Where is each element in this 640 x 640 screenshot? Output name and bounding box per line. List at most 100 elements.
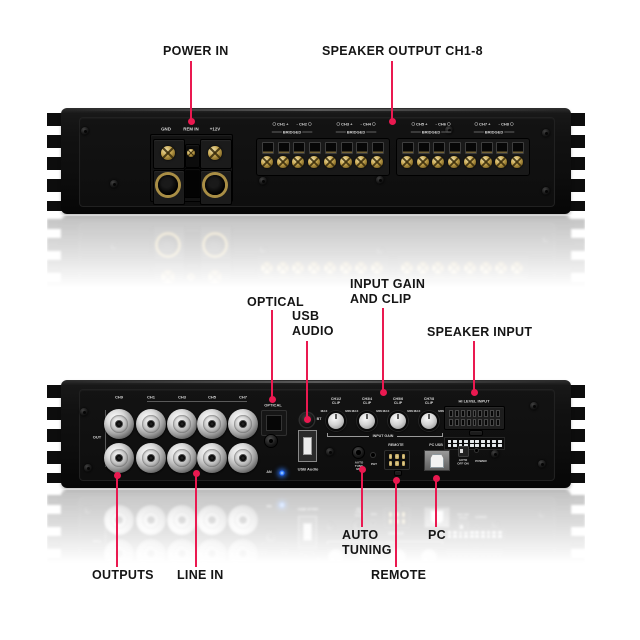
- speaker-terminal: [308, 141, 322, 173]
- pin-chart-cell: [492, 440, 496, 443]
- screw: [530, 402, 538, 410]
- speaker-terminal: [401, 141, 415, 173]
- bracket-tick: [442, 433, 443, 437]
- hi-level-pin: [449, 410, 453, 417]
- callout-optical: OPTICAL: [247, 295, 304, 309]
- pin-chart-cell: [497, 440, 502, 443]
- hi-level-input-label: HI LEVEL INPUT: [458, 398, 490, 404]
- callout-line-usb-audio: [306, 341, 308, 417]
- ch-pos-label: CH7 +: [479, 121, 491, 127]
- remote-port-label: REMOTE: [388, 442, 404, 448]
- screw: [84, 464, 92, 472]
- screw: [259, 177, 267, 185]
- speaker-terminal: [339, 141, 354, 173]
- rca-jack-ch4: [167, 443, 197, 473]
- remote-pin: [395, 454, 399, 459]
- speaker-terminal: [276, 141, 291, 173]
- rca-jack-ch2: [136, 443, 166, 473]
- pin-chart-cell: [458, 444, 463, 447]
- min-label: MIN: [345, 409, 351, 413]
- callout-dot-usb-audio: [304, 416, 311, 423]
- rca-jack-ch7: [228, 409, 258, 439]
- pin-chart-cell: [453, 444, 457, 447]
- pin-chart-cell: [486, 444, 491, 447]
- label-bridged: BRIDGED: [473, 129, 515, 135]
- pin-chart-cell: [480, 440, 485, 443]
- usb-audio-label: USB Audio: [297, 466, 319, 472]
- callout-dot-speaker-input: [471, 389, 478, 396]
- label-bridged: BRIDGED: [271, 129, 313, 135]
- hi-level-pin: [490, 410, 495, 417]
- speaker-terminal-block-ch5-8: [396, 138, 530, 176]
- polarity-icon: [307, 122, 312, 126]
- pin-chart-cell: [497, 444, 502, 447]
- hi-level-pin: [460, 410, 465, 417]
- pin-chart-cell: [469, 444, 474, 447]
- screw: [81, 127, 89, 135]
- pc-usb-label: PC USB: [429, 442, 443, 448]
- hi-level-pin: [466, 410, 471, 417]
- heatsink-fins-right: [568, 113, 585, 211]
- hi-level-pin: [490, 419, 495, 426]
- label-ch7-ch8: CH7 + - CH8: [474, 121, 514, 127]
- hi-level-pin: [449, 419, 453, 426]
- callout-dot-auto-tuning: [359, 466, 366, 473]
- remote-pin: [389, 454, 393, 459]
- speaker-terminal: [495, 141, 509, 173]
- heatsink-fins-left: [47, 385, 64, 483]
- label-gnd: GND: [161, 126, 171, 132]
- optical-port-label: OPTICAL: [264, 402, 282, 408]
- max-label: MAX: [320, 409, 328, 413]
- speaker-terminal: [261, 141, 275, 173]
- pin-assignment-chart: [444, 437, 505, 450]
- pc-usb-port: [424, 450, 450, 471]
- remote-latch: [394, 470, 402, 476]
- hi-level-latch: [469, 430, 483, 436]
- callout-dot-speaker-output: [389, 118, 396, 125]
- ch-pos-label: CH5 +: [416, 121, 428, 127]
- bracket-tick: [327, 433, 328, 437]
- auto-tune-mic-label: AUTO TUNE MIC: [354, 460, 364, 471]
- screw: [491, 450, 499, 458]
- screw: [445, 126, 453, 134]
- rca-jack-ch1: [136, 409, 166, 439]
- polarity-icon: [371, 122, 376, 126]
- pin-chart-cell: [475, 444, 480, 447]
- hi-level-pin: [484, 410, 489, 417]
- rca-jack-ch9: [104, 409, 134, 439]
- speaker-terminal: [432, 141, 446, 173]
- ch-pos-label: CH1 +: [277, 121, 289, 127]
- hi-level-pin: [478, 419, 483, 426]
- callout-dot-remote: [393, 477, 400, 484]
- screw: [326, 448, 334, 456]
- bt-label: BT: [316, 416, 322, 422]
- polarity-icon: [509, 122, 514, 126]
- remote-pin: [389, 461, 393, 466]
- power-led-hole: [475, 449, 478, 452]
- callout-dot-outputs: [114, 472, 121, 479]
- screw: [538, 460, 546, 468]
- hi-level-pin: [472, 419, 477, 426]
- ch-neg-label: - CH2: [296, 121, 307, 127]
- rca-jack-ch3: [167, 409, 197, 439]
- speaker-terminal: [323, 141, 338, 173]
- rca-label: CH5: [207, 394, 217, 400]
- callout-line-input-gain: [382, 308, 384, 390]
- rca-label: CH9: [114, 394, 124, 400]
- callout-line-optical: [271, 310, 273, 398]
- speaker-terminal: [479, 141, 494, 173]
- pin-chart-cell: [453, 440, 457, 443]
- rca-jack-ch6: [197, 443, 227, 473]
- rca-jack-ch10: [104, 443, 134, 473]
- callout-line-pc: [435, 481, 437, 527]
- pin-chart-cell: [447, 440, 452, 443]
- callout-line-auto-tuning: [361, 472, 363, 527]
- ch-neg-label: - CH6: [435, 121, 446, 127]
- rca-label: CH3: [177, 394, 187, 400]
- pht-hole: [371, 453, 375, 457]
